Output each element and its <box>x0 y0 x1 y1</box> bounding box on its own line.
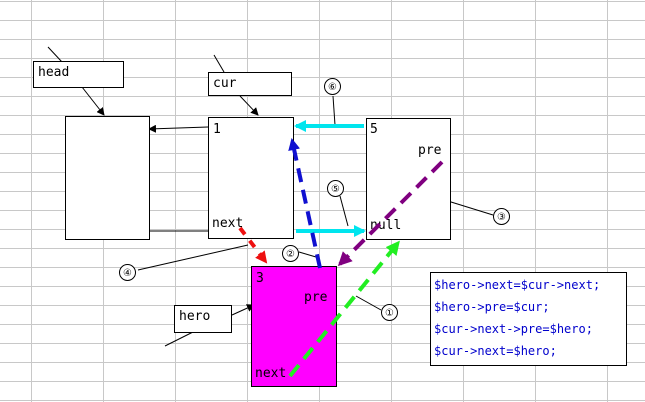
code-line: $hero->pre=$cur; <box>434 300 550 314</box>
step2-leader <box>298 251 317 258</box>
cur-pointer-tail <box>213 54 225 73</box>
step-1-marker: ① <box>381 304 398 321</box>
code-line: $cur->next=$hero; <box>434 344 557 358</box>
code-line: $cur->next->pre=$hero; <box>434 322 593 336</box>
step3-purple-arrow <box>337 160 444 267</box>
step1-green-arrow <box>288 240 400 378</box>
head-pointer-arrow <box>81 86 105 116</box>
node-1-value: 1 <box>213 122 221 137</box>
head-label: head <box>33 61 124 88</box>
node1-pre-arrow <box>148 124 209 133</box>
step-3-marker: ③ <box>493 208 510 225</box>
step5-leader <box>339 195 349 227</box>
cur-label: cur <box>208 72 292 96</box>
node-0-box <box>65 116 150 240</box>
hero-pointer-tail <box>164 331 194 347</box>
node-5-pre-label: pre <box>418 143 442 158</box>
step1-leader <box>355 295 382 311</box>
head-pointer-tail <box>47 46 63 63</box>
step6-leader <box>332 95 336 126</box>
cur-pointer-arrow <box>239 95 259 116</box>
step4-red-arrow <box>238 226 268 264</box>
hero-pointer-arrow <box>231 304 255 316</box>
node-1-box: 1 next <box>208 117 294 239</box>
code-line: $hero->next=$cur->next; <box>434 278 601 292</box>
node-5-null-label: null <box>370 218 402 233</box>
hero-node-pre-label: pre <box>304 290 328 305</box>
node-5-value: 5 <box>370 122 378 137</box>
hero-label: hero <box>174 305 232 333</box>
step-2-marker: ② <box>282 245 299 262</box>
hero-node-box: 3 pre next <box>251 266 337 387</box>
step-5-marker: ⑤ <box>327 180 344 197</box>
code-box: $hero->next=$cur->next; $hero->pre=$cur;… <box>430 272 627 366</box>
hero-node-value: 3 <box>256 271 264 286</box>
step-6-marker: ⑥ <box>324 78 341 95</box>
step-4-marker: ④ <box>119 264 136 281</box>
hero-node-next-label: next <box>255 366 287 381</box>
step4-leader <box>137 244 249 271</box>
node-5-box: 5 pre null <box>366 118 451 240</box>
node-1-next-label: next <box>212 216 244 231</box>
